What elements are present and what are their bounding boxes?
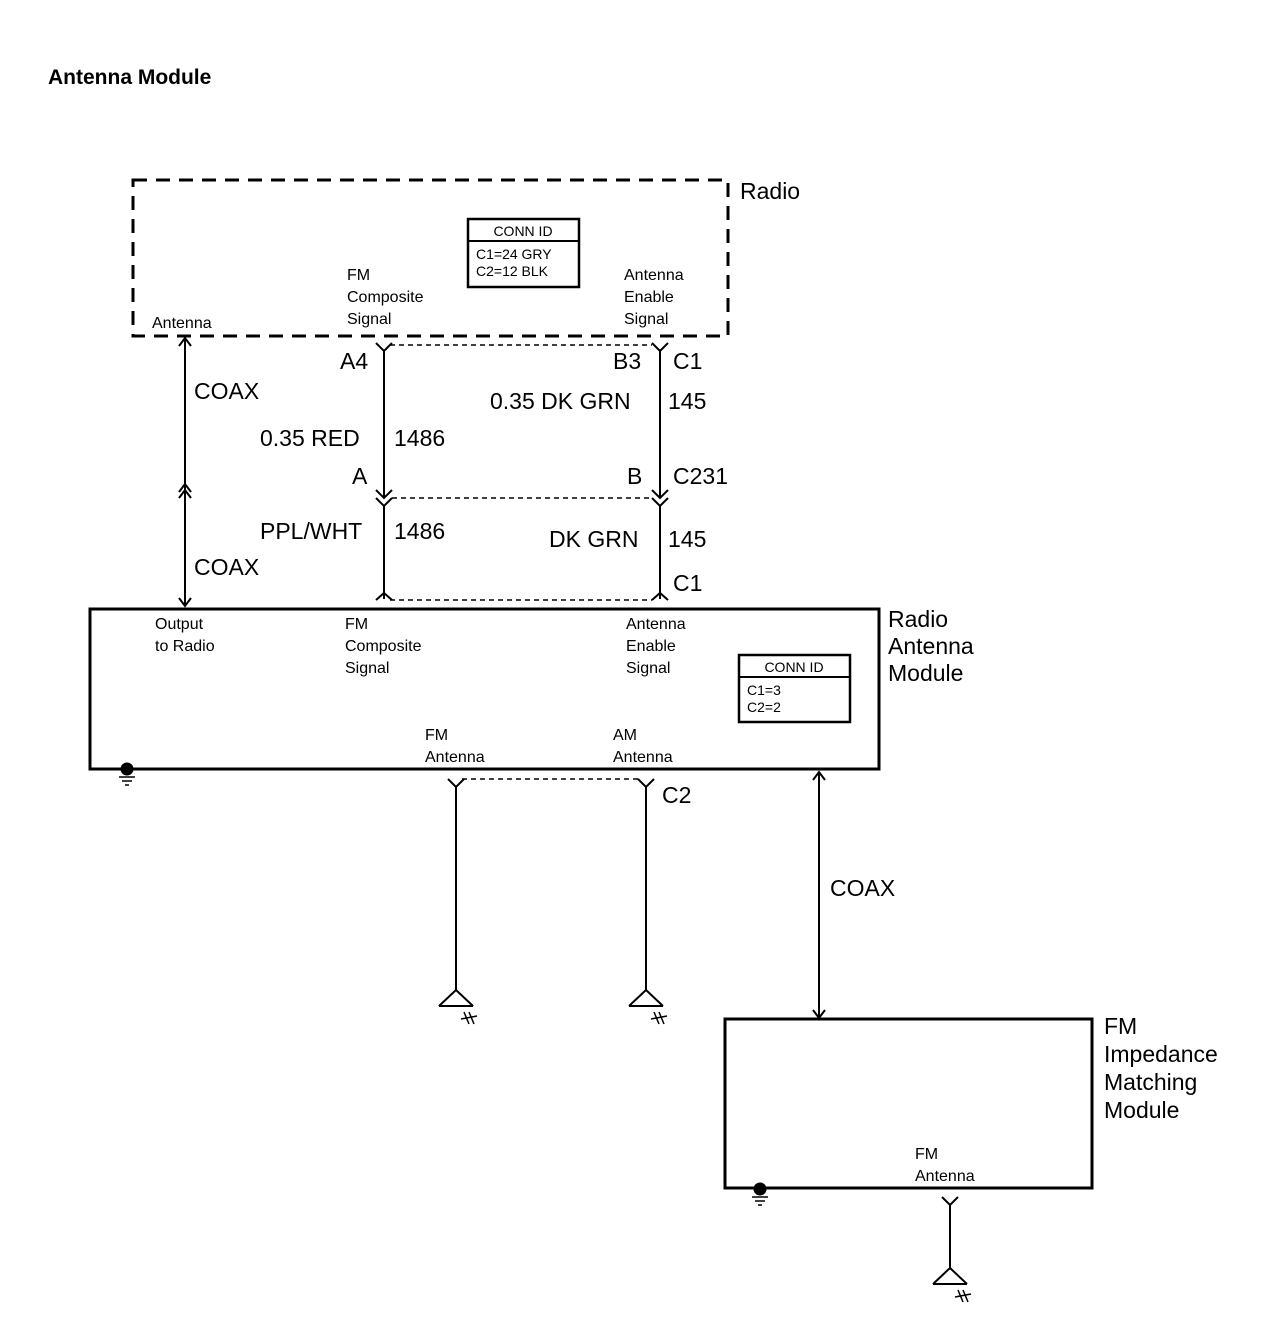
- radio-name: Radio: [740, 178, 800, 204]
- impedance-ground-icon: [751, 1181, 769, 1206]
- svg-text:Antenna: Antenna: [624, 267, 684, 284]
- am-antenna-pin-mark: [637, 778, 655, 789]
- wire-dkgrn-circuit: 145: [668, 526, 706, 552]
- radio-box: [131, 178, 730, 338]
- impedance-fm-antenna-label: FM Antenna: [915, 1146, 975, 1185]
- am-antenna-icon: [628, 989, 668, 1025]
- svg-text:FM: FM: [915, 1146, 938, 1163]
- coax-arrow-bottom: [178, 597, 192, 608]
- radio-connector-c1: C1: [673, 348, 702, 374]
- wire-grn-circuit: 145: [668, 388, 706, 414]
- module-connector-c2: C2: [662, 782, 691, 808]
- wire-dkgrn-color: DK GRN: [549, 526, 638, 552]
- impedance-antenna-pin-mark: [941, 1196, 959, 1207]
- impedance-module-box: [723, 1017, 1094, 1190]
- svg-text:Module: Module: [1104, 1097, 1179, 1123]
- fm-antenna-icon: [438, 989, 478, 1025]
- svg-text:Matching: Matching: [1104, 1069, 1197, 1095]
- module-pin-enable-mark: [651, 591, 669, 601]
- coax-inline-mark: [178, 488, 192, 499]
- module-enable-label: Antenna Enable Signal: [626, 616, 686, 677]
- module-fm-antenna-label: FM Antenna: [425, 727, 485, 766]
- svg-text:Enable: Enable: [626, 638, 676, 655]
- wire-red-color: 0.35 RED: [260, 425, 360, 451]
- svg-text:Impedance: Impedance: [1104, 1041, 1218, 1067]
- module-conn-id-header: CONN ID: [764, 659, 823, 675]
- svg-text:FM: FM: [1104, 1013, 1137, 1039]
- svg-text:Module: Module: [888, 660, 963, 686]
- coax-arrow-top: [178, 336, 192, 347]
- svg-text:Antenna: Antenna: [613, 749, 673, 766]
- svg-text:Output: Output: [155, 616, 204, 633]
- svg-text:Radio: Radio: [888, 606, 948, 632]
- coax-label-upper: COAX: [194, 378, 259, 404]
- coax-label-fm: COAX: [830, 875, 895, 901]
- impedance-antenna-icon: [932, 1267, 972, 1303]
- pin-a4: A4: [340, 348, 368, 374]
- svg-text:Signal: Signal: [624, 311, 668, 328]
- radio-conn-id-line: C1=24 GRY: [476, 246, 552, 262]
- antenna-module-box: [88, 607, 881, 771]
- svg-text:Signal: Signal: [626, 660, 670, 677]
- coax-fm-arrow-top: [812, 770, 826, 781]
- pin-b-male: [651, 489, 669, 500]
- module-conn-id-line: C2=2: [747, 699, 781, 715]
- svg-text:Composite: Composite: [347, 289, 424, 306]
- module-conn-id-table: CONN ID C1=3 C2=2: [737, 653, 852, 724]
- svg-text:Enable: Enable: [624, 289, 674, 306]
- radio-conn-id-table: CONN ID C1=24 GRY C2=12 BLK: [466, 217, 581, 289]
- module-connector-c1: C1: [673, 570, 702, 596]
- pin-b3: B3: [613, 348, 641, 374]
- pin-a-male: [375, 489, 393, 500]
- svg-text:Composite: Composite: [345, 638, 422, 655]
- pin-a4-mark: [375, 342, 393, 353]
- svg-text:Antenna: Antenna: [626, 616, 686, 633]
- wire-ppl-circuit: 1486: [394, 518, 445, 544]
- svg-text:Antenna: Antenna: [915, 1168, 975, 1185]
- module-pin-fm-mark: [375, 591, 393, 601]
- fm-antenna-pin-mark: [447, 778, 465, 789]
- module-conn-id-line: C1=3: [747, 682, 781, 698]
- pin-a: A: [352, 463, 368, 489]
- antenna-module-name: Radio Antenna Module: [888, 606, 974, 686]
- pin-b3-mark: [651, 342, 669, 353]
- radio-conn-id-header: CONN ID: [493, 223, 552, 239]
- diagram-title: Antenna Module: [48, 66, 211, 89]
- svg-text:to Radio: to Radio: [155, 638, 215, 655]
- svg-text:Signal: Signal: [345, 660, 389, 677]
- radio-antenna-label: Antenna: [152, 315, 212, 332]
- svg-text:FM: FM: [345, 616, 368, 633]
- svg-text:AM: AM: [613, 727, 637, 744]
- module-fm-signal-label: FM Composite Signal: [345, 616, 422, 677]
- radio-enable-label: Antenna Enable Signal: [624, 267, 684, 328]
- svg-text:Signal: Signal: [347, 311, 391, 328]
- module-am-antenna-label: AM Antenna: [613, 727, 673, 766]
- svg-text:Antenna: Antenna: [425, 749, 485, 766]
- wire-grn-color: 0.35 DK GRN: [490, 388, 631, 414]
- svg-text:FM: FM: [347, 267, 370, 284]
- radio-fm-signal-label: FM Composite Signal: [347, 267, 424, 328]
- coax-label-lower: COAX: [194, 554, 259, 580]
- wire-red-circuit: 1486: [394, 425, 445, 451]
- module-ground-icon: [118, 761, 136, 786]
- svg-text:FM: FM: [425, 727, 448, 744]
- module-output-label: Output to Radio: [155, 616, 215, 655]
- pin-b: B: [627, 463, 642, 489]
- coax-inline-mark: [178, 482, 192, 493]
- wire-ppl-color: PPL/WHT: [260, 518, 362, 544]
- svg-text:Antenna: Antenna: [888, 633, 974, 659]
- impedance-module-name: FM Impedance Matching Module: [1104, 1013, 1218, 1123]
- c231-connector-name: C231: [673, 463, 728, 489]
- radio-conn-id-line: C2=12 BLK: [476, 263, 549, 279]
